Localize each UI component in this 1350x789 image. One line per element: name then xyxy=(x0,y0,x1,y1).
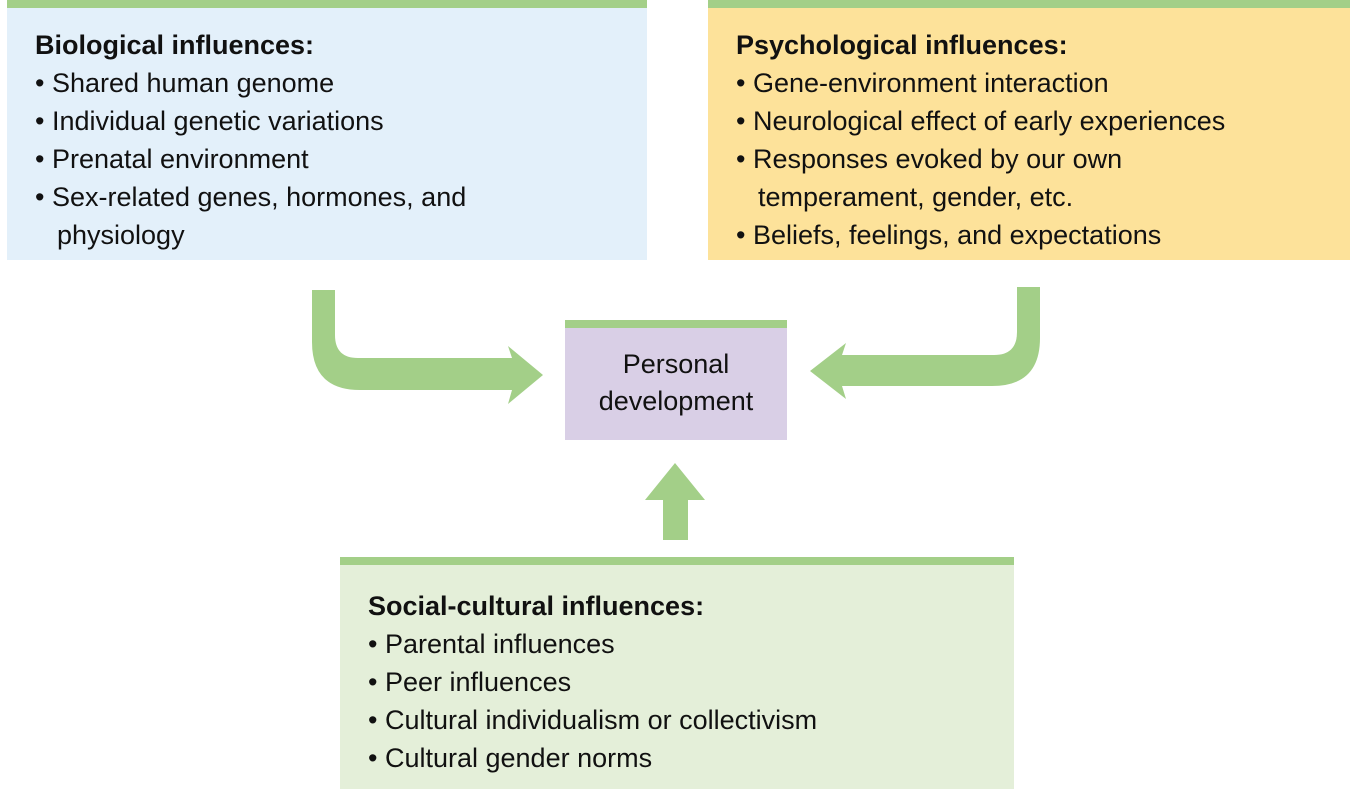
list-item: Neurological effect of early experiences xyxy=(736,102,1350,140)
list-item: Responses evoked by our own temperament,… xyxy=(736,140,1218,216)
list-item: Shared human genome xyxy=(35,64,647,102)
arrow-social-to-center xyxy=(645,463,705,540)
list-item: Prenatal environment xyxy=(35,140,647,178)
psychological-title: Psychological influences: xyxy=(736,30,1068,60)
biological-title: Biological influences: xyxy=(35,30,315,60)
psychological-influences-box: Psychological influences: Gene-environme… xyxy=(708,0,1350,260)
list-item: Peer influences xyxy=(368,663,1014,701)
social-title: Social-cultural influences: xyxy=(368,591,705,621)
list-item: Cultural individualism or collectivism xyxy=(368,701,1014,739)
list-item: Sex-related genes, hormones, and physiol… xyxy=(35,178,497,254)
center-line-2: development xyxy=(598,386,754,416)
list-item: Individual genetic variations xyxy=(35,102,647,140)
list-item: Parental influences xyxy=(368,625,1014,663)
arrow-psychological-to-center xyxy=(810,287,1040,399)
list-item: Gene-environment interaction xyxy=(736,64,1350,102)
social-cultural-influences-box: Social-cultural influences: Parental inf… xyxy=(340,557,1014,789)
list-item: Beliefs, feelings, and expectations xyxy=(736,216,1350,254)
arrow-biological-to-center xyxy=(312,290,543,404)
personal-development-box: Personal development xyxy=(565,320,787,440)
biological-influences-box: Biological influences: Shared human geno… xyxy=(7,0,647,260)
center-line-1: Personal xyxy=(622,349,730,379)
list-item: Cultural gender norms xyxy=(368,739,1014,777)
